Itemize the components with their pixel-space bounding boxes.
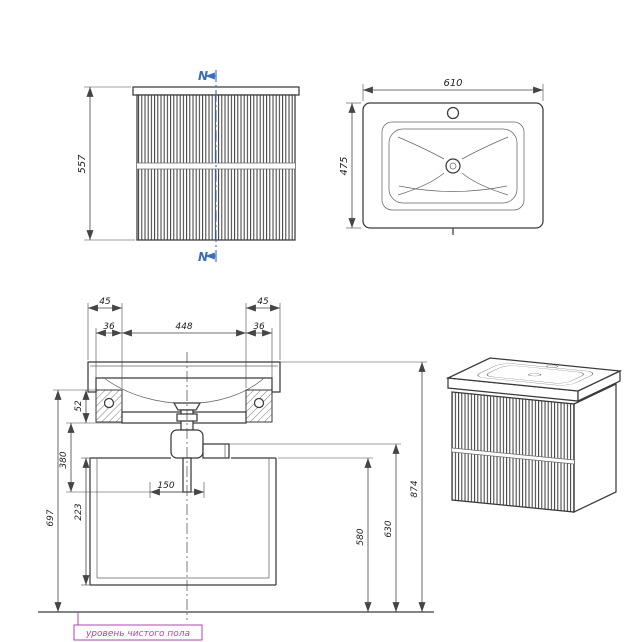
sink-bowl	[388, 128, 518, 204]
floor-label-text: уровень чистого пола	[85, 629, 190, 639]
dim-630-label: 630	[384, 520, 394, 537]
drain-hole-inner	[449, 162, 457, 170]
section-view: 45 45 36 448 36 52 380 223 697	[46, 297, 427, 620]
bowl-corner-line	[461, 172, 509, 196]
section-label-top: N	[198, 69, 208, 83]
iso-faucet-hole	[546, 365, 558, 368]
floor-level: уровень чистого пола	[38, 611, 434, 641]
dim-610: 610	[362, 78, 544, 101]
dims-top: 45 45 36 448 36	[87, 297, 281, 388]
iso-fluted-front	[451, 391, 575, 513]
bowl-corner-line	[397, 172, 445, 196]
section-line-nn: N N	[198, 69, 217, 264]
section-label-bottom: N	[198, 250, 208, 264]
iso-drawer-split-top	[451, 447, 575, 461]
dim-475: 475	[339, 102, 361, 229]
cabinet-box	[89, 457, 277, 586]
floor-label-box	[73, 624, 203, 641]
dim-52-label: 52	[74, 400, 84, 412]
bowl-bottom-curve	[398, 185, 508, 192]
dim-557: 557	[77, 86, 135, 241]
bowl-corner-line	[461, 136, 509, 160]
dims-right: 580 630 874	[229, 361, 427, 612]
iso-sink-top	[445, 357, 623, 392]
dim-45-right-label: 45	[257, 297, 269, 307]
drain-hole-outer	[445, 158, 461, 174]
dim-580-label: 580	[356, 528, 366, 545]
bowl-corner-line	[397, 136, 445, 160]
bracket-screw-left	[103, 397, 115, 409]
sink-rim	[381, 121, 525, 211]
dim-150-label: 150	[157, 481, 174, 491]
bracket-screw-right	[253, 397, 265, 409]
cabinet-outer	[89, 457, 277, 586]
iso-drawer-split-bottom	[451, 451, 575, 465]
dim-45-left-label: 45	[99, 297, 111, 307]
dim-874-label: 874	[410, 480, 420, 497]
dim-36-left-label: 36	[103, 322, 115, 332]
dim-610-label: 610	[443, 78, 462, 89]
iso-drain-hole	[528, 373, 542, 377]
dim-475-label: 475	[339, 156, 350, 175]
front-view: 557 N N	[77, 69, 300, 264]
drain-flange	[172, 402, 202, 411]
dim-557-label: 557	[77, 154, 88, 174]
cabinet-inner	[96, 458, 270, 579]
iso-view	[445, 357, 623, 513]
sink-top-view: 610 475	[339, 78, 544, 235]
iso-basin-group	[477, 363, 594, 386]
iso-basin-inner	[486, 365, 584, 384]
siphon-outlet	[202, 443, 230, 459]
dim-223-label: 223	[74, 503, 84, 520]
dim-36-right-label: 36	[253, 322, 265, 332]
dim-697-label: 697	[46, 509, 56, 526]
iso-drawer-gap	[452, 448, 574, 464]
faucet-hole	[446, 106, 460, 120]
iso-side-panel	[573, 383, 617, 513]
dim-448-label: 448	[175, 322, 192, 332]
dim-150: 150	[149, 481, 205, 498]
dim-380-label: 380	[59, 451, 69, 468]
